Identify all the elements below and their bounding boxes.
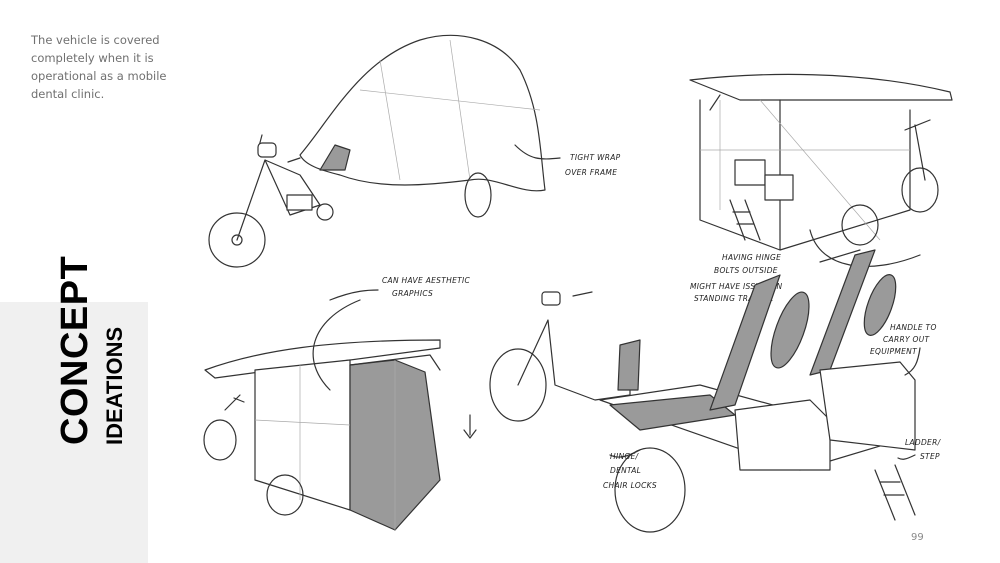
- section-title-panel: [0, 302, 148, 563]
- annotation-bolts-outside: BOLTS OUTSIDE: [714, 266, 778, 275]
- sketch-closed-box: CAN HAVE AESTHETIC GRAPHICS: [203, 276, 477, 531]
- sketch-dental-chair: HINGE/ DENTAL CHAIR LOCKS HANDLE TO CARR…: [489, 249, 942, 533]
- annotation-hinge: HINGE/: [610, 452, 640, 461]
- annotation-carry-out: CARRY OUT: [883, 335, 931, 344]
- annotation-traffic: MIGHT HAVE ISSUES IN: [690, 282, 783, 291]
- annotation-handle: HANDLE TO: [890, 323, 937, 332]
- annotation-ladder: LADDER/: [905, 438, 942, 447]
- annotation-step: STEP: [920, 452, 940, 461]
- annotation-standing-traffic: STANDING TRAFFIC.: [694, 294, 774, 303]
- annotation-dental: DENTAL: [610, 466, 641, 475]
- annotation-graphics: GRAPHICS: [392, 289, 433, 298]
- annotation-tight-wrap: TIGHT WRAP: [570, 153, 621, 162]
- annotation-hinge-bolts: HAVING HINGE: [722, 253, 781, 262]
- sketch-open-clinic: HAVING HINGE BOLTS OUTSIDE MIGHT HAVE IS…: [689, 73, 953, 303]
- annotation-aesthetic-graphics: CAN HAVE AESTHETIC: [382, 276, 470, 285]
- annotation-equipment: EQUIPMENT: [870, 347, 918, 356]
- annotation-chair-locks: CHAIR LOCKS: [603, 481, 657, 490]
- page-number: 99: [911, 532, 924, 543]
- sketch-covered-vehicle: TIGHT WRAP OVER FRAME: [208, 34, 621, 268]
- annotation-over-frame: OVER FRAME: [565, 168, 617, 177]
- intro-text: The vehicle is covered completely when i…: [31, 33, 167, 101]
